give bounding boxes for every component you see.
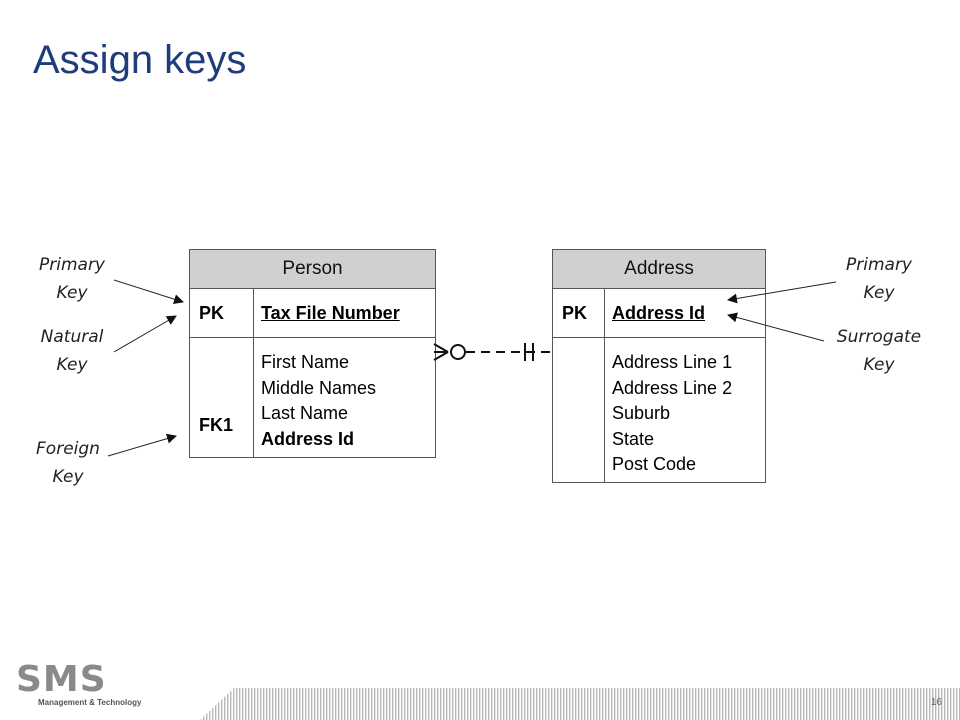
address-pk-row: PK Address Id [553, 289, 765, 338]
person-fk-label: FK1 [199, 415, 234, 435]
arrow-foreign-key [107, 433, 177, 457]
arrow-natural-key [113, 315, 177, 353]
logo-mark: SMS [16, 662, 141, 698]
arrow-primary-key-right [727, 281, 837, 304]
arrow-primary-key-left [113, 279, 184, 305]
address-attribute: Address Line 2 [612, 377, 733, 398]
address-key-column [553, 338, 605, 482]
address-pk-label: PK [553, 289, 605, 337]
person-key-column: FK1 [190, 338, 254, 458]
callout-primary-key-right: Primary Key [846, 255, 912, 303]
arrow-surrogate-key [727, 312, 825, 342]
person-attribute: Middle Names [261, 377, 377, 398]
company-logo: SMS Management & Technology [16, 662, 142, 708]
person-entity: Person PK Tax File Number FK1 First Name… [189, 249, 436, 458]
address-attribute: Address Line 1 [612, 352, 733, 372]
person-entity-header: Person [190, 250, 435, 289]
address-attribute-list: Address Line 1 Address Line 2 Suburb Sta… [605, 338, 732, 482]
callout-surrogate-key: Surrogate Key [836, 327, 922, 375]
callout-natural-key: Natural Key [40, 327, 104, 375]
address-attribute: State [612, 428, 655, 449]
address-attribute: Post Code [612, 454, 697, 474]
slide-title: Assign keys [33, 38, 247, 82]
address-entity-header: Address [553, 250, 765, 289]
person-attribute: First Name [261, 352, 350, 372]
person-attribute: Last Name [261, 403, 349, 423]
address-entity: Address PK Address Id Address Line 1 Add… [552, 249, 766, 483]
logo-tagline: Management & Technology [38, 698, 142, 707]
address-attributes-row: Address Line 1 Address Line 2 Suburb Sta… [553, 338, 765, 482]
address-attribute: Suburb [612, 403, 671, 423]
page-number: 16 [930, 697, 942, 708]
person-pk-label: PK [190, 289, 254, 337]
callout-foreign-key: Foreign Key [36, 439, 100, 487]
footer-stripes [200, 688, 960, 720]
person-attribute-list: First Name Middle Names Last Name Addres… [254, 338, 376, 458]
callout-primary-key-left: Primary Key [39, 255, 105, 303]
person-attributes-row: FK1 First Name Middle Names Last Name Ad… [190, 338, 435, 458]
person-pk-row: PK Tax File Number [190, 289, 435, 338]
relationship-line [433, 343, 552, 361]
person-pk-name: Tax File Number [261, 302, 400, 323]
address-pk-name: Address Id [612, 302, 706, 323]
person-attribute-fk: Address Id [261, 428, 355, 449]
